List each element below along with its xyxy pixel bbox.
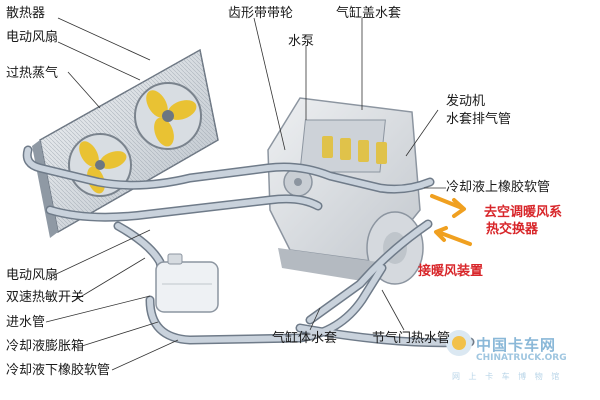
label-superheated-steam: 过热蒸气 [6,66,59,81]
label-upper-hose: 冷却液上橡胶软管 [446,180,551,195]
label-electric-fan: 电动风扇 [6,30,59,45]
label-timing-pulley: 齿形带带轮 [228,6,294,21]
label-expansion-tank: 冷却液膨胀箱 [6,339,85,354]
label-engine-jacket-vent-2: 水套排气管 [446,112,512,127]
watermark-slogan: 网 上 卡 车 博 物 馆 [452,372,563,381]
label-fan-thermo-switch: 电动风扇 [6,268,59,283]
flow-arrows [430,194,472,246]
watermark-name: 中国卡车网 [476,336,557,354]
label-radiator: 散热器 [6,6,46,21]
label-throttle-heat-pipe: 节气门热水管 [372,331,451,346]
label-fan-thermo-switch-2: 双速热敏开关 [6,290,85,305]
arrow-to-heater-icon [430,194,466,218]
label-lower-hose: 冷却液下橡胶软管 [6,363,111,378]
label-water-pump: 水泵 [288,34,315,49]
label-to-ac-heater: 去空调暖风系 [484,205,563,220]
leader-lines [45,17,446,371]
label-block-water-jacket: 气缸体水套 [272,331,338,346]
label-inlet-pipe: 进水管 [6,315,46,330]
label-engine-jacket-vent: 发动机 [446,94,486,109]
arrow-from-heater-icon [434,226,472,246]
expansion-tank-illustration [155,253,219,313]
label-head-water-jacket: 气缸盖水套 [336,6,402,21]
coolant-pipes [22,145,475,348]
label-to-ac-heater-2: 热交换器 [486,222,539,237]
watermark-site: CHINATRUCK.ORG [476,353,567,363]
label-from-heater: 接暖风装置 [418,264,484,279]
chinatruck-logo-icon [446,330,472,356]
